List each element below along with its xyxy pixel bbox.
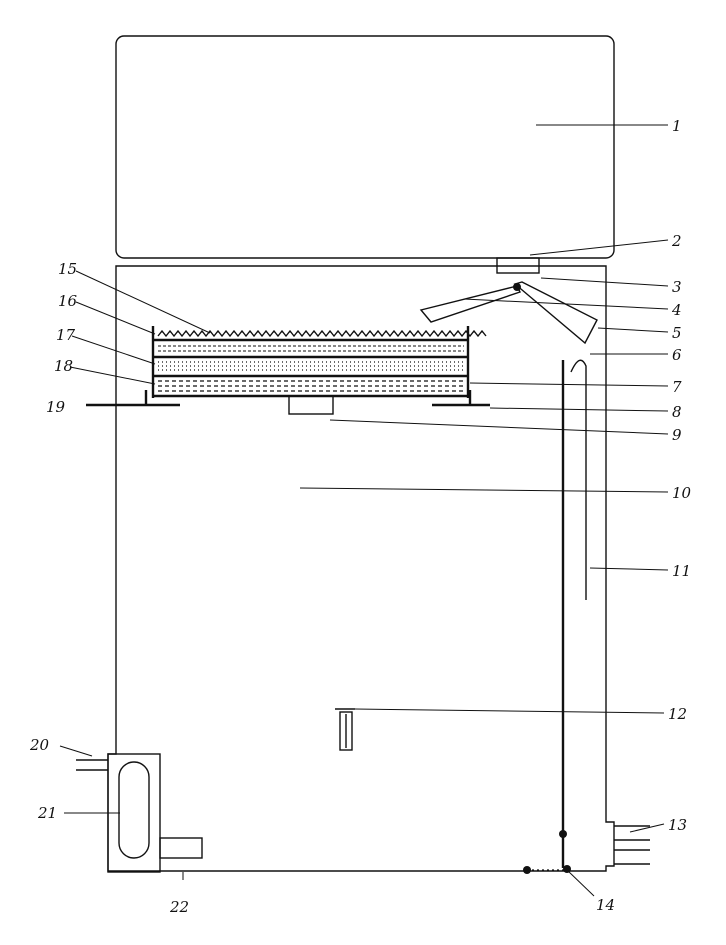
- label-7: 7: [672, 378, 682, 396]
- bracket-right: [432, 390, 490, 407]
- filter-tray: [151, 326, 487, 398]
- label-19: 19: [46, 398, 66, 416]
- sensor-box: [288, 395, 334, 415]
- label-2: 2: [671, 232, 682, 250]
- inlet-pipe: [76, 759, 108, 771]
- float-chamber: [118, 761, 150, 859]
- drain-pipe: [159, 837, 203, 859]
- label-13: 13: [668, 816, 687, 834]
- deflector-plate-left: [419, 285, 521, 323]
- label-16: 16: [58, 292, 78, 310]
- label-1: 1: [672, 117, 682, 135]
- leader-lines: [59, 124, 669, 897]
- valve-dot-lower: [563, 865, 571, 873]
- pivot-point: [513, 283, 521, 291]
- label-8: 8: [672, 403, 682, 421]
- label-18: 18: [54, 357, 73, 375]
- hook: [570, 359, 587, 600]
- label-22: 22: [169, 898, 189, 916]
- label-21: 21: [37, 804, 57, 822]
- right-pipe-lower: [614, 849, 650, 865]
- top-housing: [115, 35, 615, 259]
- label-20: 20: [29, 736, 50, 754]
- label-12: 12: [668, 705, 687, 723]
- right-pipe-upper: [614, 825, 650, 841]
- valve-dot-upper: [559, 830, 567, 838]
- label-11: 11: [672, 562, 691, 580]
- deflector-plate-right: [513, 281, 598, 345]
- outlet-box: [496, 257, 540, 274]
- label-5: 5: [672, 324, 682, 342]
- label-9: 9: [672, 426, 682, 444]
- label-3: 3: [672, 278, 682, 296]
- label-14: 14: [596, 896, 615, 914]
- bracket-left: [86, 390, 180, 407]
- label-4: 4: [671, 301, 682, 319]
- label-6: 6: [672, 346, 682, 364]
- label-15: 15: [58, 260, 77, 278]
- label-17: 17: [56, 326, 76, 344]
- label-10: 10: [672, 484, 692, 502]
- heater-element: [335, 708, 355, 751]
